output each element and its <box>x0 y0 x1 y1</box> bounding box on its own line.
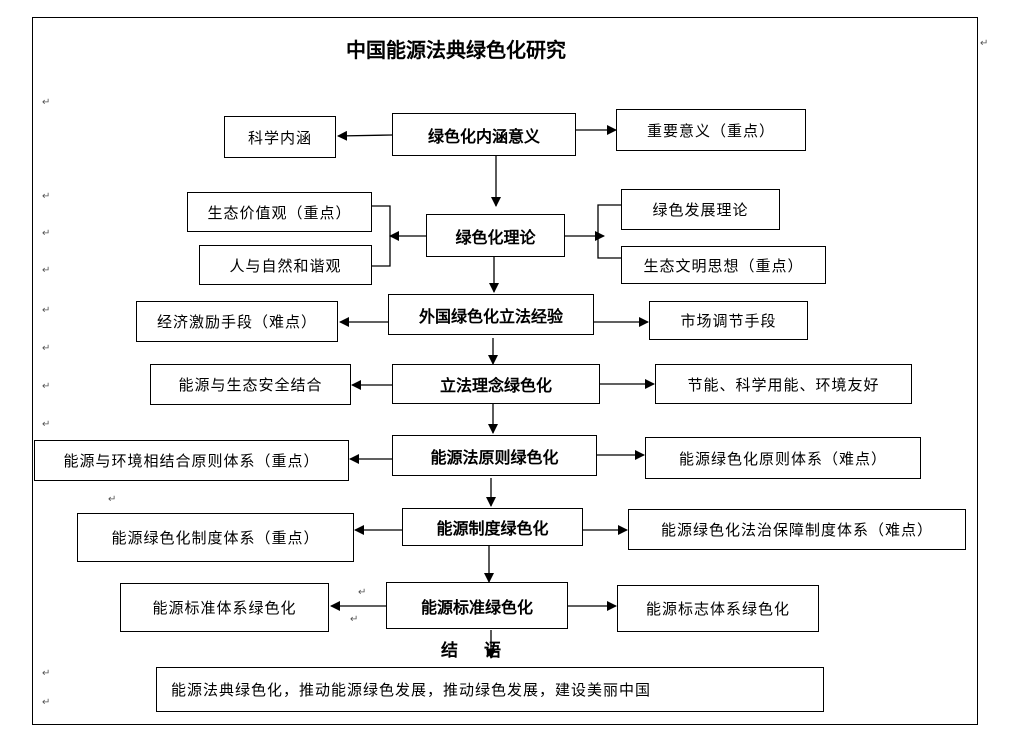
node-green-theory: 绿色化理论 <box>426 214 565 257</box>
node-conclusion: 能源法典绿色化，推动能源绿色发展，推动绿色发展，建设美丽中国 <box>156 667 824 712</box>
node-energy-standard-system: 能源标准体系绿色化 <box>120 583 329 632</box>
return-mark: ↵ <box>42 668 51 679</box>
return-mark: ↵ <box>42 343 51 354</box>
document-page <box>32 17 978 725</box>
node-energy-saving-friendly: 节能、科学用能、环境友好 <box>655 364 912 404</box>
node-economic-incentives: 经济激励手段（难点） <box>136 301 338 342</box>
node-energy-law-principles-green: 能源法原则绿色化 <box>392 435 597 476</box>
node-green-development-theory: 绿色发展理论 <box>621 189 780 230</box>
return-mark: ↵ <box>42 305 51 316</box>
node-harmony-man-nature: 人与自然和谐观 <box>199 245 372 285</box>
return-mark: ↵ <box>42 191 51 202</box>
return-mark: ↵ <box>42 97 51 108</box>
node-ecological-civilization-thought: 生态文明思想（重点） <box>621 246 826 284</box>
node-foreign-legislation-experience: 外国绿色化立法经验 <box>388 294 594 335</box>
return-mark: ↵ <box>42 228 51 239</box>
node-science-connotation: 科学内涵 <box>224 116 336 158</box>
node-energy-ecological-security: 能源与生态安全结合 <box>150 364 351 405</box>
node-green-connotation-significance: 绿色化内涵意义 <box>392 113 576 156</box>
return-mark: ↵ <box>108 494 117 505</box>
node-energy-green-institution-system: 能源绿色化制度体系（重点） <box>77 513 354 562</box>
node-market-regulation: 市场调节手段 <box>649 301 808 340</box>
node-ecological-values: 生态价值观（重点） <box>187 192 372 232</box>
return-mark: ↵ <box>42 697 51 708</box>
conclusion-label: 结语 <box>441 641 527 661</box>
return-mark: ↵ <box>42 265 51 276</box>
return-mark: ↵ <box>42 381 51 392</box>
node-energy-environment-principles: 能源与环境相结合原则体系（重点） <box>34 440 349 481</box>
node-energy-institution-green: 能源制度绿色化 <box>402 508 583 546</box>
node-energy-green-principles: 能源绿色化原则体系（难点） <box>645 437 921 479</box>
return-mark: ↵ <box>358 587 367 598</box>
node-energy-label-system: 能源标志体系绿色化 <box>617 585 819 632</box>
return-mark: ↵ <box>350 614 359 625</box>
return-mark: ↵ <box>42 419 51 430</box>
node-energy-rule-of-law-system: 能源绿色化法治保障制度体系（难点） <box>628 509 966 550</box>
return-mark: ↵ <box>980 38 989 49</box>
node-legislative-concept-green: 立法理念绿色化 <box>392 364 600 404</box>
node-important-significance: 重要意义（重点） <box>616 109 806 151</box>
node-energy-standard-green: 能源标准绿色化 <box>386 582 568 629</box>
diagram-title: 中国能源法典绿色化研究 <box>346 38 566 62</box>
node-foreign-legislation-experience-text: 外国绿色化立法经验 <box>418 306 563 326</box>
